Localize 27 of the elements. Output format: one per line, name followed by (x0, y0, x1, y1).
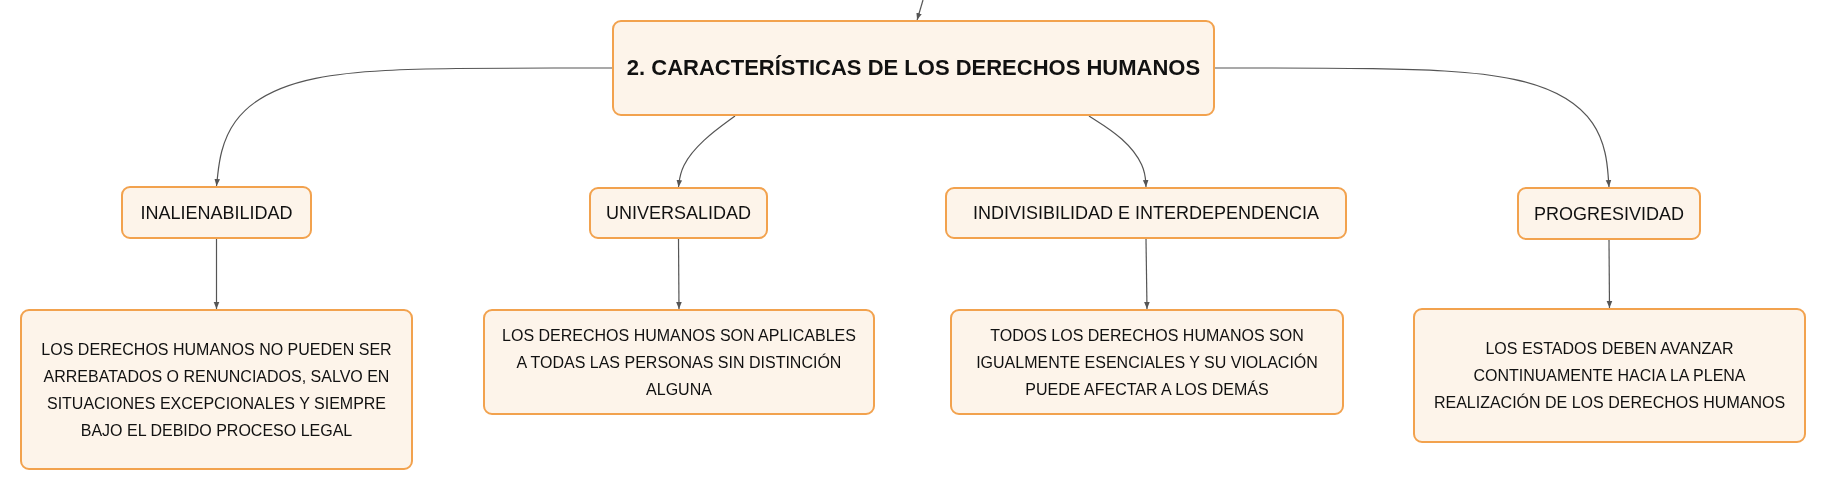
arrow (1144, 238, 1150, 310)
arrow (1088, 115, 1149, 188)
arrow (214, 67, 613, 187)
description-box (950, 309, 1344, 415)
subtopic-box (121, 186, 312, 239)
arrow (676, 115, 736, 188)
subtopic-label: PROGRESIVIDAD (1534, 202, 1684, 226)
topic-box (612, 20, 1215, 116)
description-text: LOS DERECHOS HUMANOS NO PUEDEN SER ARREBATADOS O RENUNCIADOS, SALVO EN SITUACIONES EXCEPCIONALES Y SIEMPRE BAJO EL DEBIDO PROCESO LEGAL (40, 339, 393, 441)
description-text: LOS DERECHOS HUMANOS SON APLICABLES A TODAS LAS PERSONAS SIN DISTINCIÓN ALGUNA (501, 325, 857, 400)
topic-title: 2. CARACTERÍSTICAS DE LOS DERECHOS HUMANOS (626, 54, 1201, 82)
subtopic-label: INALIENABILIDAD (140, 201, 293, 225)
arrow (676, 238, 682, 310)
arrow (1606, 239, 1613, 309)
subtopic-box (589, 187, 768, 239)
description-box (1413, 308, 1806, 443)
description-box (483, 309, 875, 415)
subtopic-label: INDIVISIBILIDAD E INTERDEPENDENCIA (972, 202, 1320, 225)
arrow (213, 238, 220, 310)
subtopic-label: UNIVERSALIDAD (605, 202, 751, 225)
description-text: TODOS LOS DERECHOS HUMANOS SON IGUALMENTE ESENCIALES Y SU VIOLACIÓN PUEDE AFECTAR A LOS DEMÁS (975, 325, 1319, 400)
subtopic-box (945, 187, 1347, 239)
description-box (20, 309, 413, 470)
arrow (916, 0, 924, 21)
arrow (1214, 67, 1612, 188)
description-text: LOS ESTADOS DEBEN AVANZAR CONTINUAMENTE HACIA LA PLENA REALIZACIÓN DE LOS DERECHOS HUMANOS (1432, 339, 1787, 413)
subtopic-box (1517, 187, 1701, 240)
